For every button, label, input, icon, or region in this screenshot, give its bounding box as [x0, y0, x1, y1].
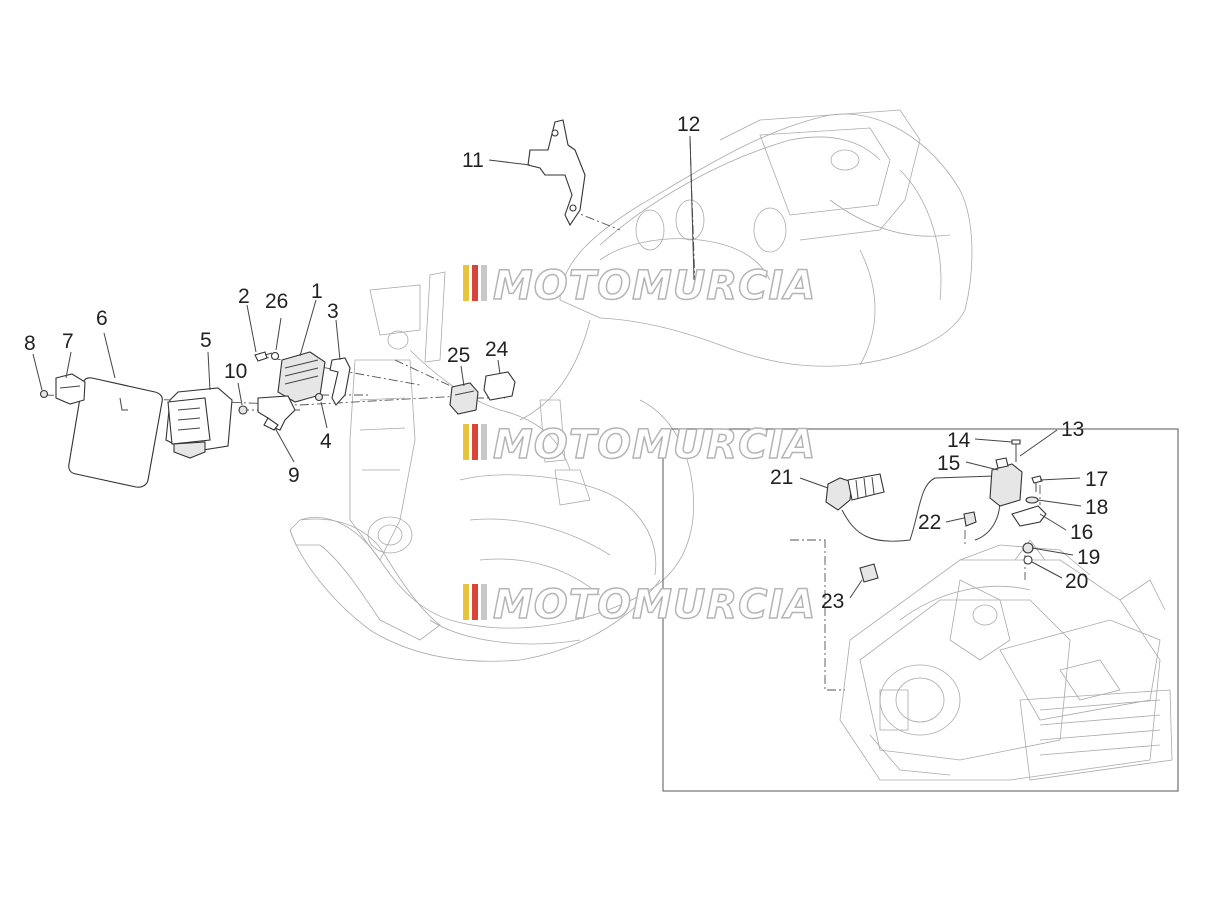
part-7-bracket	[55, 373, 86, 405]
callout-19: 19	[1077, 546, 1100, 569]
part-9-bracket	[257, 395, 296, 431]
callout-13: 13	[1061, 418, 1084, 441]
inset-frame	[662, 428, 1179, 792]
part-17-screw	[1031, 475, 1043, 492]
part-18-washer	[1025, 496, 1039, 504]
engine-outline	[839, 539, 1173, 781]
part-19-grommet	[1022, 542, 1034, 554]
part-21-spark-plug-cap	[825, 473, 885, 511]
callout-18: 18	[1085, 496, 1108, 519]
watermark-3: MOTOMURCIA	[463, 581, 816, 629]
part-24-relay	[483, 371, 516, 401]
part-3-bracket	[329, 357, 351, 406]
part-20-nut	[1023, 555, 1033, 565]
watermark-1: MOTOMURCIA	[463, 262, 816, 310]
part-13-ignition-coil	[989, 457, 1023, 507]
part-16-bracket	[1011, 505, 1047, 527]
part-26-washer	[270, 351, 280, 361]
part-25-relay	[449, 382, 479, 415]
watermark-text: MOTOMURCIA	[493, 263, 816, 309]
part-23-clip	[859, 563, 879, 583]
part-10-bolt	[238, 405, 248, 415]
callout-7: 7	[62, 330, 74, 353]
callout-4: 4	[320, 430, 332, 453]
leader-lines	[32, 135, 1082, 599]
callout-16: 16	[1070, 521, 1093, 544]
callout-12: 12	[677, 113, 700, 136]
callout-6: 6	[96, 307, 108, 330]
callout-17: 17	[1085, 468, 1108, 491]
part-2-screw	[254, 351, 273, 362]
scooter-body-outline	[289, 109, 973, 662]
callout-8: 8	[24, 332, 36, 355]
callout-15: 15	[937, 452, 960, 475]
part-5-control-unit	[165, 387, 233, 459]
callout-5: 5	[200, 329, 212, 352]
callout-10: 10	[224, 360, 247, 383]
callout-25: 25	[447, 344, 470, 367]
part-14-bolt	[1011, 439, 1021, 462]
callout-11: 11	[462, 149, 484, 172]
part-8-nut	[39, 389, 49, 399]
callout-21: 21	[770, 466, 793, 489]
callout-1: 1	[311, 280, 323, 303]
part-22-clip	[963, 511, 977, 527]
callout-labels: 11 12 2 26 1 3 6 5 8 7 10 4 9 25 24 14 1…	[24, 113, 1108, 613]
callout-14: 14	[947, 429, 971, 452]
callout-20: 20	[1065, 570, 1088, 593]
callout-9: 9	[288, 464, 300, 487]
callout-2: 2	[238, 285, 250, 308]
callout-3: 3	[327, 300, 339, 323]
callout-26: 26	[265, 290, 288, 313]
watermark-text: MOTOMURCIA	[493, 582, 816, 628]
watermark-text: MOTOMURCIA	[493, 422, 816, 468]
callout-24: 24	[485, 338, 509, 361]
callout-23: 23	[821, 590, 844, 613]
part-4-nut	[314, 392, 324, 402]
part-11-bracket	[527, 119, 586, 227]
watermark-2: MOTOMURCIA	[463, 421, 816, 469]
callout-22: 22	[918, 511, 941, 534]
